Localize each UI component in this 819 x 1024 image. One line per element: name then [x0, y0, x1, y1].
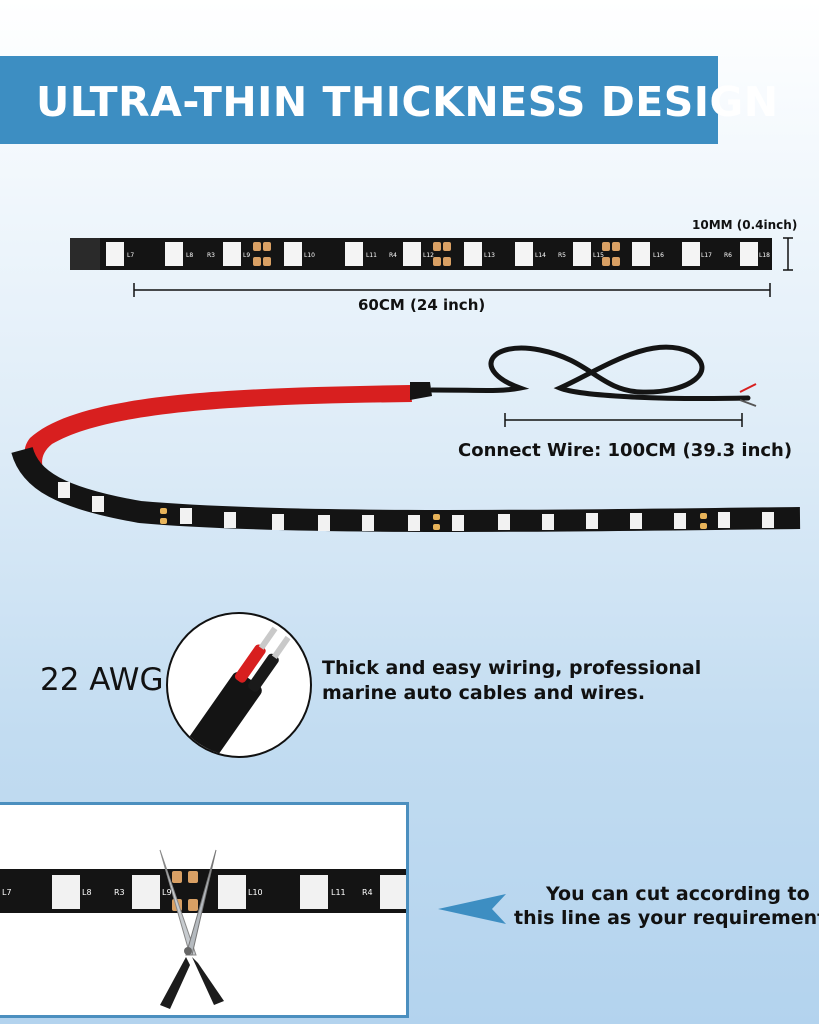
- svg-text:L11: L11: [331, 888, 346, 897]
- wire-red-end: [739, 383, 757, 393]
- svg-text:L12: L12: [423, 252, 434, 259]
- svg-text:L10: L10: [304, 252, 315, 259]
- cable-description-line1: Thick and easy wiring, professional: [322, 657, 702, 679]
- adhesive-backing: [24, 385, 412, 470]
- arrow-icon: [438, 894, 506, 924]
- svg-text:L17: L17: [701, 252, 712, 259]
- svg-text:R4: R4: [389, 252, 397, 259]
- wire-black-end: [739, 399, 757, 407]
- svg-text:L7: L7: [2, 888, 12, 897]
- length-label: 60CM (24 inch): [358, 296, 486, 314]
- strip-connector: [70, 238, 100, 270]
- wire-length-label: Connect Wire: 100CM (39.3 inch): [458, 440, 793, 461]
- led-strip-straight: L7 L8 R3 L9 L10 L11 R4 L12 L13 L14 R5 L1…: [70, 237, 793, 297]
- cut-pads: [253, 242, 620, 266]
- cable-icon: [169, 626, 291, 756]
- svg-text:L9: L9: [162, 888, 172, 897]
- svg-text:L8: L8: [186, 252, 193, 259]
- curved-strip-leds: [58, 482, 774, 531]
- cut-strip-labels: L7 L8 R3 L9 L10 L11 R4: [2, 888, 373, 897]
- svg-text:L7: L7: [127, 252, 134, 259]
- thickness-label: 10MM (0.4inch): [692, 218, 798, 232]
- banner-title: ULTRA-THIN THICKNESS DESIGN: [36, 78, 779, 126]
- svg-text:L15: L15: [593, 252, 604, 259]
- cable-description-line2: marine auto cables and wires.: [322, 682, 646, 704]
- svg-text:L9: L9: [243, 252, 250, 259]
- svg-text:L16: L16: [653, 252, 664, 259]
- cable-closeup: [166, 612, 312, 758]
- svg-text:R6: R6: [724, 252, 732, 259]
- wire-dimension: [504, 413, 743, 427]
- cut-strip-leds: [52, 875, 406, 909]
- svg-text:R3: R3: [207, 252, 215, 259]
- length-dimension: [133, 283, 771, 297]
- awg-label: 22 AWG: [40, 662, 164, 698]
- svg-text:L8: L8: [82, 888, 92, 897]
- svg-text:L13: L13: [484, 252, 495, 259]
- cut-illustration: L7 L8 R3 L9 L10 L11 R4: [0, 849, 406, 1009]
- svg-text:R4: R4: [362, 888, 373, 897]
- thickness-dimension: [783, 237, 793, 271]
- curved-strip-pads: [160, 508, 707, 530]
- svg-text:L11: L11: [366, 252, 377, 259]
- scissors-icon: [159, 849, 224, 1009]
- strip-led-labels: L7 L8 R3 L9 L10 L11 R4 L12 L13 L14 R5 L1…: [127, 252, 770, 259]
- svg-text:L14: L14: [535, 252, 546, 259]
- svg-text:R5: R5: [558, 252, 566, 259]
- cut-instruction-line2: this line as your requirement: [514, 907, 819, 929]
- wire-sleeve: [410, 382, 432, 400]
- strip-leds: [106, 242, 758, 266]
- title-banner: ULTRA-THIN THICKNESS DESIGN: [0, 56, 778, 144]
- curved-strip-body: [11, 446, 801, 532]
- svg-text:R3: R3: [114, 888, 125, 897]
- cut-instruction-line1: You can cut according to: [546, 883, 810, 905]
- cut-panel: L7 L8 R3 L9 L10 L11 R4: [0, 802, 409, 1018]
- svg-text:L10: L10: [248, 888, 263, 897]
- connect-wire: [429, 344, 751, 401]
- led-strip-curved: [11, 344, 801, 532]
- svg-text:L18: L18: [759, 252, 770, 259]
